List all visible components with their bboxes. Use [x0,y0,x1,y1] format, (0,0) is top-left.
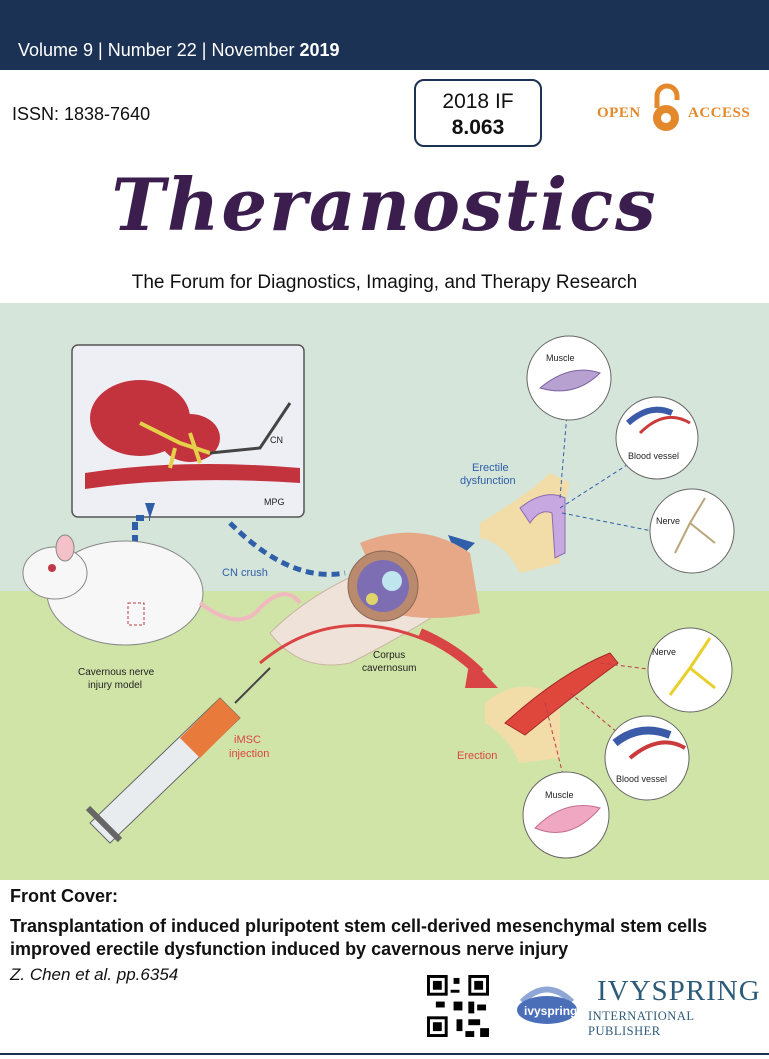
logo-text: ivyspring [524,1004,577,1018]
rat-illustration: Cavernous nerve injury model [22,534,302,691]
journal-subtitle: The Forum for Diagnostics, Imaging, and … [131,272,638,293]
bottom-rule [0,1053,769,1055]
label-nerve-bottom: Nerve [652,647,676,657]
syringe-illustration: iMSC injection [85,667,271,844]
label-imsc-1: iMSC [234,734,261,746]
label-cn: CN [270,435,283,445]
issue-info: Volume 9 | Number 22 | November 2019 [18,40,340,61]
label-cn-crush: CN crush [222,567,268,579]
nerve-circle-top: Nerve [649,488,735,574]
open-access-right: ACCESS [688,105,751,121]
publisher-name: IVYSPRING [597,975,761,1007]
qr-code-icon [427,975,489,1037]
blood-vessel-circle-bottom: Blood vessel [604,715,690,801]
journal-title: Theranostics [111,162,658,247]
label-nerve-top: Nerve [656,516,680,526]
label-model-1: Cavernous nerve [78,667,155,678]
mpg-inset-panel: CN MPG [71,344,305,518]
impact-factor-label: 2018 IF [442,90,514,113]
dysfunction-organ-illustration: Erectile dysfunction [460,462,570,573]
corpus-cavernosum-illustration: Corpus cavernosum [269,532,480,674]
label-ed-2: dysfunction [460,475,516,487]
caption-title: Transplantation of induced pluripotent s… [10,916,708,959]
cover-art: CN MPG CN crush Cavernous nerve injury m… [0,303,769,880]
label-muscle-bottom: Muscle [545,790,574,800]
open-access-lock-icon [653,83,680,131]
issue-year: 2019 [299,40,340,60]
open-access-left: OPEN [597,105,641,121]
label-corpus-2: cavernosum [362,663,416,674]
caption-heading: Front Cover: [10,886,118,906]
open-access-logo: OPEN ACCESS [595,82,755,138]
muscle-circle-bottom: Muscle [522,771,610,859]
label-imsc-2: injection [229,748,269,760]
issue-details: Volume 9 | Number 22 | November [18,40,300,60]
impact-factor-value: 8.063 [451,116,505,139]
blood-vessel-circle-top: Blood vessel [615,396,699,480]
issue-banner: Volume 9 | Number 22 | November 2019 [0,0,769,70]
label-model-2: injury model [88,680,142,691]
erection-organ-illustration: Erection [457,652,619,763]
label-corpus-1: Corpus [373,650,405,661]
nerve-circle-bottom: Nerve [647,627,733,713]
label-blood-vessel-bottom: Blood vessel [616,774,667,784]
muscle-circle-top: Muscle [526,335,612,421]
publisher-subtitle: INTERNATIONAL PUBLISHER [588,1009,695,1038]
label-blood-vessel-top: Blood vessel [628,451,679,461]
issn: ISSN: 1838-7640 [12,104,151,124]
cover-caption: Front Cover: Transplantation of induced … [10,886,760,985]
ivyspring-emblem-icon: ivyspring [517,986,577,1024]
publisher-logo: ivyspring IVYSPRING INTERNATIONAL PUBLIS… [512,972,762,1038]
impact-factor-box: 2018 IF 8.063 [414,79,542,147]
label-ed-1: Erectile [472,462,509,474]
label-mpg: MPG [264,497,285,507]
cover-illustration: CN MPG CN crush Cavernous nerve injury m… [0,303,769,880]
label-muscle-top: Muscle [546,353,575,363]
label-erection: Erection [457,750,497,762]
blue-arrow-crush [228,521,346,577]
caption-authors: Z. Chen et al. pp.6354 [10,965,179,984]
